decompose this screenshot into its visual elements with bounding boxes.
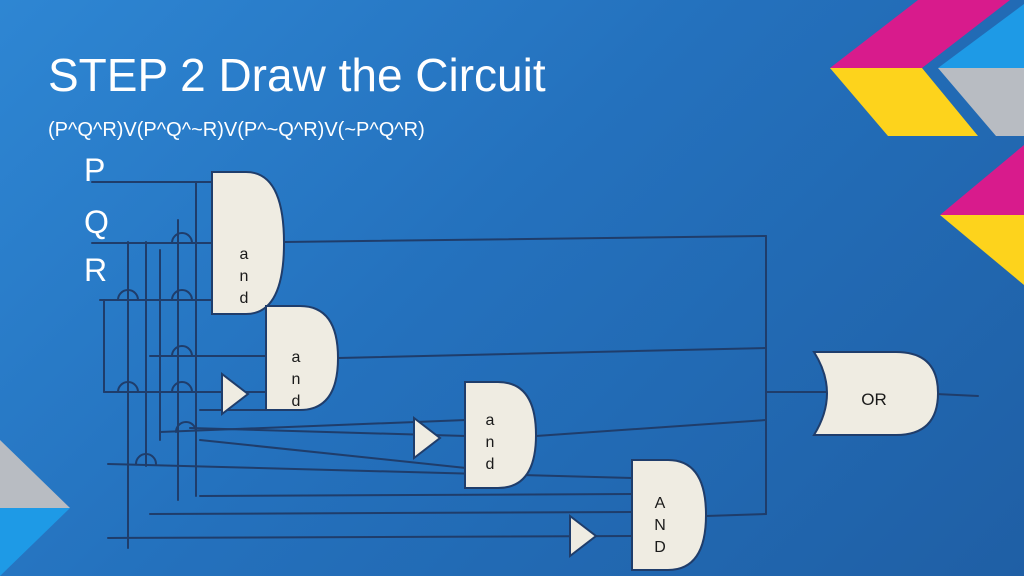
deco-blue-left [0,508,70,576]
crossover-bump [171,345,193,357]
crossover-bump [171,381,193,393]
and-gate-1-label: and [239,246,249,307]
gate4-input-wire [107,463,633,479]
boolean-expression: (P^Q^R)V(P^Q^~R)V(P^~Q^R)V(~P^Q^R) [48,119,425,141]
and-gate-2-label: and [291,349,301,410]
crossover-bump [117,381,139,393]
not-gate-2 [413,415,442,461]
crossover-bump [171,289,193,301]
crossover-bump [135,453,157,465]
deco-yellow-top [830,68,978,136]
deco-pink-mid [940,145,1024,215]
gate4-input-wire [199,493,633,497]
deco-pink-top [830,0,1010,68]
gate3-input-wire [199,439,467,469]
slide-title: STEP 2 Draw the Circuit [48,49,546,101]
and-gate-3 [464,381,538,489]
gate4-output-wire [705,513,767,517]
crossover-bump [117,289,139,301]
and-gate-4-label: AND [654,495,666,556]
deco-gray-left [0,440,70,508]
input-label-p: P [84,152,106,188]
input-label-q: Q [84,204,109,240]
deco-gray-top [938,68,1024,136]
gate2-output-wire [337,347,767,359]
gate4-input-wire [149,511,633,515]
and-gate-4 [631,459,708,571]
deco-yellow-mid [940,215,1024,285]
and-gate-1 [211,171,286,315]
and-gate-3-label: and [485,412,495,473]
deco-blue-top [938,4,1024,68]
crossover-bump [171,232,193,244]
and-gate-2 [265,305,340,411]
or-gate-label: OR [861,390,887,409]
not-gate-1 [221,371,250,417]
or-output-wire [935,393,979,397]
gate3-output-wire [535,419,767,437]
input-label-r: R [84,252,108,288]
or-gate [812,351,940,436]
gate1-output-wire [283,235,767,243]
gate4-input-wire [107,535,633,539]
not-gate-3 [569,513,598,559]
